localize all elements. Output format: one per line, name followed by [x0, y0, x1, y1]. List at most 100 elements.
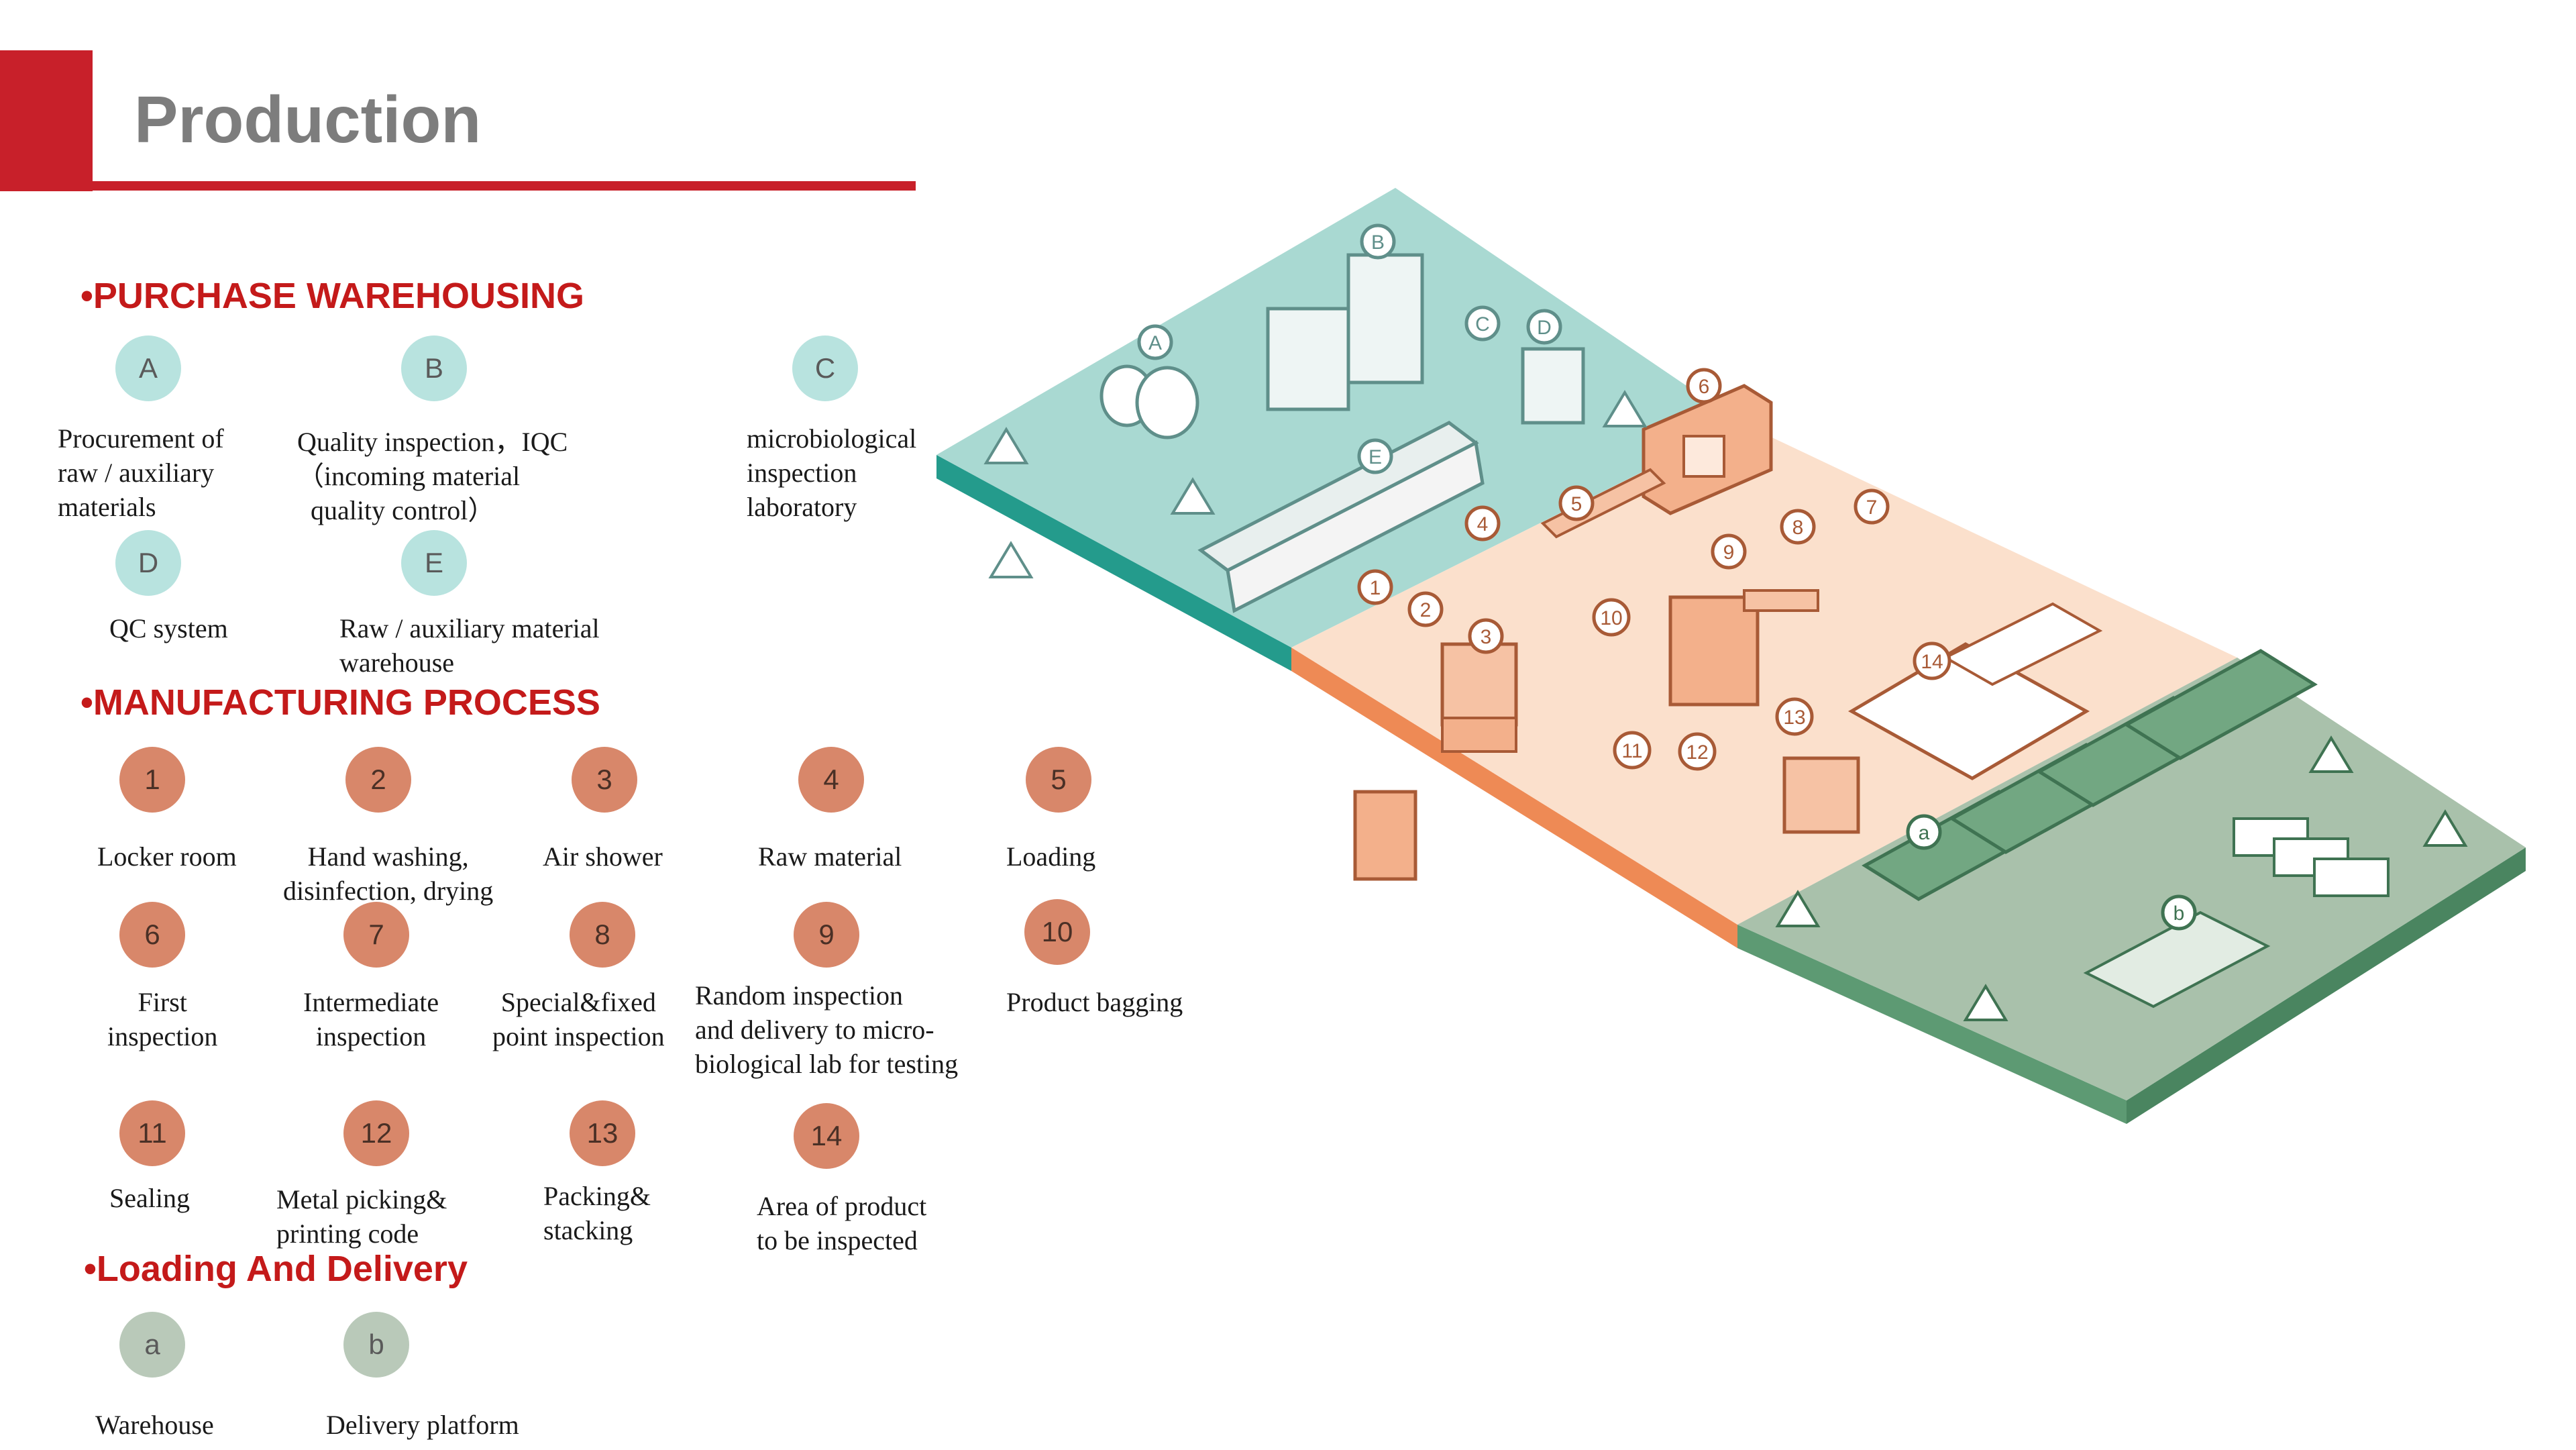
svg-text:6: 6 — [1699, 376, 1710, 398]
trees — [983, 390, 2468, 1021]
orange-zone-edge — [1291, 648, 1737, 948]
delivery-trucks — [2233, 817, 2390, 897]
legend-marker-b: b — [343, 1312, 409, 1378]
svg-text:11: 11 — [1621, 740, 1642, 762]
pin-3: 3 — [1468, 618, 1504, 654]
legend-marker-7: 7 — [343, 902, 409, 968]
legend-label-C: microbiological inspection laboratory — [747, 423, 917, 522]
legend-marker-B: B — [401, 335, 467, 401]
legend-marker-14: 14 — [794, 1103, 859, 1169]
pin-4: 4 — [1464, 505, 1501, 541]
delivery-platform — [2083, 911, 2271, 1008]
legend-marker-C: C — [792, 335, 858, 401]
legend-marker-4: 4 — [798, 747, 864, 813]
section-manufacturing-process: •MANUFACTURING PROCESS — [80, 682, 600, 723]
pin-D: D — [1526, 309, 1562, 345]
raw-material-warehouse-building — [1197, 421, 1485, 613]
svg-text:12: 12 — [1686, 741, 1708, 764]
pin-13: 13 — [1775, 697, 1814, 736]
legend-marker-13: 13 — [570, 1100, 635, 1166]
map-pins: A B C D E 1 2 3 4 5 6 7 8 9 10 11 12 13 … — [1137, 223, 2197, 931]
svg-text:4: 4 — [1477, 513, 1489, 535]
svg-text:A: A — [1148, 332, 1162, 354]
pin-A: A — [1137, 324, 1173, 360]
pin-12: 12 — [1678, 732, 1717, 771]
legend-label-1: Locker room — [97, 841, 237, 872]
legend-label-10: Product bagging — [1006, 987, 1183, 1017]
pin-8: 8 — [1780, 509, 1816, 545]
pin-E: E — [1357, 438, 1393, 474]
teal-zone-edge — [936, 455, 1291, 671]
pin-C: C — [1464, 305, 1501, 342]
svg-text:10: 10 — [1600, 607, 1622, 629]
legend-label-14: Area of product to be inspected — [757, 1191, 927, 1255]
pin-b: b — [2161, 894, 2197, 931]
legend-marker-10: 10 — [1024, 899, 1090, 965]
legend-marker-8: 8 — [570, 902, 635, 968]
svg-text:2: 2 — [1420, 599, 1432, 621]
legend-marker-D: D — [115, 530, 181, 596]
pin-1: 1 — [1357, 569, 1393, 605]
green-zone-edge — [1737, 925, 2127, 1124]
legend-label-4: Raw material — [758, 841, 902, 872]
teal-zone — [936, 188, 1741, 648]
svg-text:b: b — [2174, 902, 2185, 925]
section-loading-delivery: •Loading And Delivery — [84, 1249, 468, 1289]
pin-B: B — [1360, 223, 1396, 260]
legend-label-a: Warehouse — [95, 1410, 214, 1440]
page-title: Production — [134, 83, 482, 156]
legend-marker-5: 5 — [1026, 747, 1091, 813]
production-line — [1353, 384, 1860, 881]
section-purchase-warehousing: •PURCHASE WAREHOUSING — [80, 276, 584, 316]
pin-9: 9 — [1711, 533, 1747, 570]
svg-text:1: 1 — [1370, 577, 1381, 599]
legend-label-3: Air shower — [543, 841, 663, 872]
svg-text:7: 7 — [1866, 497, 1878, 519]
delivery-warehouses — [1862, 649, 2318, 901]
svg-text:a: a — [1919, 822, 1930, 844]
legend-marker-E: E — [401, 530, 467, 596]
legend-label-13: Packing& stacking — [543, 1181, 651, 1245]
header-underline — [93, 181, 916, 191]
pin-14: 14 — [1913, 641, 1951, 680]
raw-material-rolls — [1099, 364, 1199, 439]
legend-label-9: Random inspection and delivery to micro-… — [695, 980, 959, 1079]
svg-text:D: D — [1537, 317, 1552, 339]
svg-text:14: 14 — [1921, 651, 1943, 673]
legend-marker-2: 2 — [345, 747, 411, 813]
legend-marker-11: 11 — [119, 1100, 185, 1166]
green-zone-edge-right — [2127, 847, 2526, 1124]
legend-label-B: Quality inspection，IQC （incoming materia… — [297, 427, 568, 525]
legend-label-D: QC system — [109, 613, 228, 643]
legend-label-E: Raw / auxiliary material warehouse — [339, 613, 600, 678]
pin-11: 11 — [1613, 731, 1652, 770]
legend-label-b: Delivery platform — [326, 1410, 519, 1440]
svg-text:13: 13 — [1783, 707, 1805, 729]
orange-zone — [1291, 423, 2237, 925]
svg-text:5: 5 — [1571, 493, 1582, 515]
header-accent-block — [0, 50, 93, 191]
pin-7: 7 — [1854, 488, 1890, 525]
legend-label-2: Hand washing, disinfection, drying — [283, 841, 494, 906]
legend-label-11: Sealing — [109, 1183, 190, 1213]
legend-label-5: Loading — [1006, 841, 1096, 872]
legend-marker-1: 1 — [119, 747, 185, 813]
svg-text:B: B — [1371, 231, 1385, 254]
legend-label-7: Intermediate inspection — [303, 987, 439, 1051]
legend-label-A: Procurement of raw / auxiliary materials — [58, 423, 224, 522]
svg-text:3: 3 — [1481, 626, 1492, 648]
legend-marker-a: a — [119, 1312, 185, 1378]
legend-marker-6: 6 — [119, 902, 185, 968]
pin-5: 5 — [1558, 485, 1595, 521]
legend-marker-3: 3 — [572, 747, 637, 813]
legend-label-6: First inspection — [107, 987, 218, 1051]
svg-text:C: C — [1475, 313, 1490, 335]
pin-10: 10 — [1592, 598, 1631, 637]
legend-label-8: Special&fixed point inspection — [492, 987, 665, 1051]
legend-marker-A: A — [115, 335, 181, 401]
pin-6: 6 — [1686, 368, 1722, 404]
svg-text:9: 9 — [1723, 541, 1735, 564]
legend-label-12: Metal picking& printing code — [276, 1184, 447, 1249]
svg-text:E: E — [1368, 446, 1382, 468]
legend-marker-12: 12 — [343, 1100, 409, 1166]
